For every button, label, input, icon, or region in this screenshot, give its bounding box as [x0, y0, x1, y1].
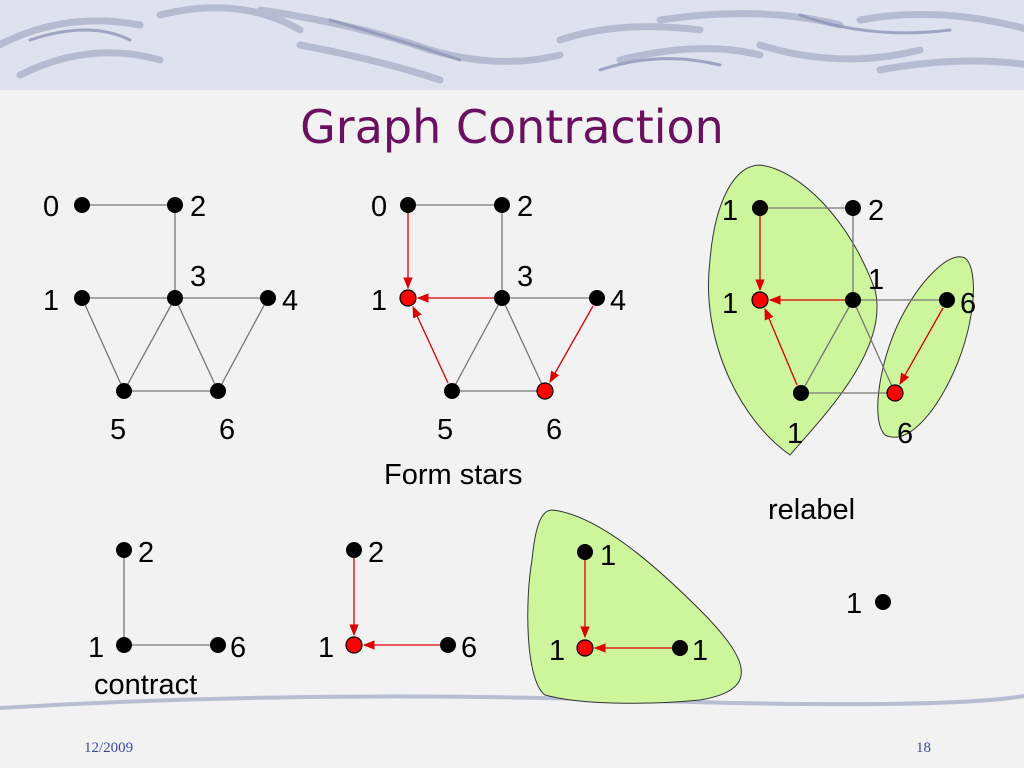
node	[444, 383, 460, 399]
node	[210, 637, 226, 653]
node-label: 5	[437, 414, 454, 446]
node	[494, 197, 510, 213]
star-blob-left	[708, 164, 878, 456]
banner-swirl-decoration	[0, 4, 1024, 84]
node-label: 1	[549, 635, 566, 667]
node-label: 4	[282, 285, 299, 317]
node	[845, 200, 861, 216]
node	[577, 544, 593, 560]
star-center-node	[751, 291, 769, 309]
node-label: 1	[600, 540, 617, 572]
node-label: 1	[846, 588, 863, 620]
decorative-banner	[0, 0, 1024, 90]
node-label: 1	[88, 632, 105, 664]
footer-page-number: 18	[916, 740, 931, 756]
edge	[81, 297, 125, 392]
node-label: 2	[138, 537, 155, 569]
caption-contract: contract	[94, 669, 198, 701]
node	[589, 290, 605, 306]
footer-date: 12/2009	[84, 740, 134, 756]
node-label: 2	[190, 191, 207, 223]
node	[494, 290, 510, 306]
graph-final-star	[576, 544, 688, 657]
edge	[174, 297, 219, 392]
node	[793, 385, 809, 401]
caption-form-stars: Form stars	[384, 459, 523, 491]
node	[167, 197, 183, 213]
node-label: 1	[692, 635, 709, 667]
node	[845, 292, 861, 308]
node-label: 6	[219, 414, 236, 446]
node-label: 6	[960, 288, 977, 320]
node-label: 1	[371, 285, 388, 317]
edge	[852, 299, 896, 394]
edge	[800, 299, 854, 394]
star-center-node	[576, 639, 594, 657]
edge	[451, 297, 503, 392]
node	[116, 542, 132, 558]
edge	[123, 297, 176, 392]
edge	[217, 297, 269, 392]
node-label: 3	[517, 261, 534, 293]
graph-stars	[399, 197, 605, 400]
star-center-node	[886, 384, 904, 402]
node	[440, 637, 456, 653]
node-label: 6	[897, 418, 914, 450]
node-label: 6	[546, 414, 563, 446]
node	[752, 200, 768, 216]
node-label: 1	[722, 195, 739, 227]
star-blob-bottom	[527, 509, 742, 704]
star-blob-right	[877, 256, 974, 438]
node-label: 3	[190, 261, 207, 293]
node	[210, 383, 226, 399]
node	[116, 383, 132, 399]
slide-title: Graph Contraction	[300, 100, 724, 154]
node-label: 5	[110, 414, 127, 446]
node	[400, 197, 416, 213]
node-label: 2	[368, 537, 385, 569]
star-center-node	[399, 289, 417, 307]
star-arrow	[549, 305, 594, 384]
star-center-node	[345, 636, 363, 654]
node	[260, 290, 276, 306]
node-label: 0	[43, 191, 60, 223]
graph-relabeled	[751, 200, 955, 402]
node-label: 4	[610, 285, 627, 317]
star-arrow	[412, 305, 449, 384]
node-label: 1	[43, 285, 60, 317]
star-arrow	[764, 307, 798, 386]
node-label: 1	[318, 632, 335, 664]
caption-relabel: relabel	[768, 494, 856, 526]
node-label: 6	[461, 632, 478, 664]
node-label: 1	[868, 264, 885, 296]
graph-contracted-stars	[345, 542, 456, 654]
node-label: 0	[371, 191, 388, 223]
node	[939, 292, 955, 308]
node	[672, 640, 688, 656]
node-label: 1	[722, 288, 739, 320]
node	[74, 197, 90, 213]
node	[167, 290, 183, 306]
node-label: 6	[230, 632, 247, 664]
node	[74, 290, 90, 306]
single-node	[875, 594, 891, 610]
node-label: 2	[868, 195, 885, 227]
node	[346, 542, 362, 558]
node-label: 1	[787, 418, 804, 450]
node-label: 2	[517, 191, 534, 223]
graph-contracted	[116, 542, 226, 653]
node	[116, 637, 132, 653]
graph-original	[74, 197, 276, 399]
star-arrow	[899, 307, 944, 386]
edge	[501, 297, 546, 392]
star-center-node	[536, 382, 554, 400]
